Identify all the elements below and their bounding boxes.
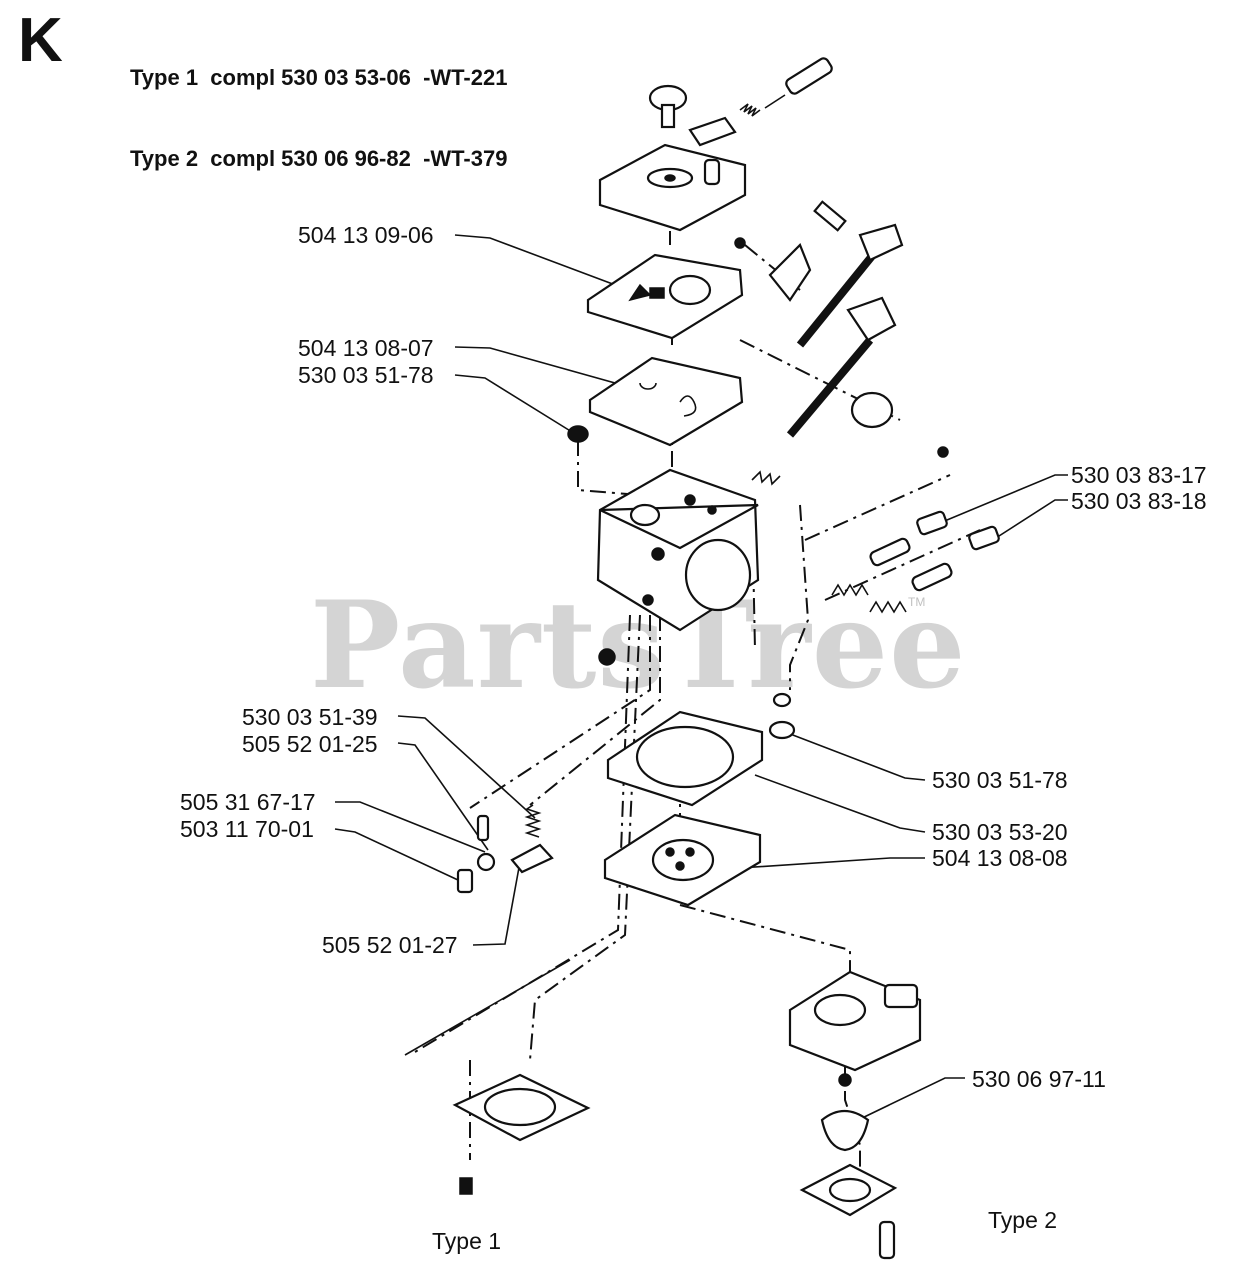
callout-504-13-09-06: 504 13 09-06	[298, 222, 434, 248]
high-speed-needle-icon	[869, 537, 953, 592]
gasket-icon	[588, 356, 744, 447]
needle-springs-icon	[831, 583, 907, 614]
caption-type-2: Type 2	[988, 1207, 1058, 1233]
throttle-shaft-icon	[734, 200, 904, 348]
type2-pump-cover-icon	[788, 970, 922, 1072]
header-type-1: Type 1 compl 530 03 53-06 -WT-221	[130, 65, 508, 90]
carburetor-body-icon	[596, 468, 760, 632]
adjusting-needle-icon	[764, 57, 833, 109]
cover-screw-icon	[648, 84, 688, 129]
lever-screw-icon	[456, 852, 496, 894]
type1-cover-icon	[404, 959, 591, 1195]
callout-530-03-83-17: 530 03 83-17	[1071, 462, 1207, 488]
diagram-header: Type 1 compl 530 03 53-06 -WT-221 Type 2…	[130, 10, 507, 199]
callout-503-11-70-01: 503 11 70-01	[180, 816, 314, 842]
callout-505-31-67-17: 505 31 67-17	[180, 789, 316, 815]
metering-diaphragm-icon	[586, 253, 744, 340]
pump-gasket-icon	[606, 710, 764, 807]
callout-530-03-51-39: 530 03 51-39	[242, 704, 378, 730]
idle-spring-icon	[524, 804, 542, 838]
callout-530-06-97-11: 530 06 97-11	[972, 1066, 1106, 1092]
limiter-cap-icon	[916, 510, 1000, 551]
watermark-tm: TM	[908, 595, 926, 609]
needle-spring-icon	[739, 103, 761, 117]
section-letter: K	[18, 6, 63, 75]
body-plug-icon	[598, 648, 616, 666]
callout-530-03-53-20: 530 03 53-20	[932, 819, 1068, 845]
callout-504-13-08-07: 504 13 08-07	[298, 335, 434, 361]
callout-530-03-83-18: 530 03 83-18	[1071, 488, 1207, 514]
callout-504-13-08-08: 504 13 08-08	[932, 845, 1068, 871]
header-type-2: Type 2 compl 530 06 96-82 -WT-379	[130, 146, 508, 171]
type2-plate-icon	[799, 1163, 898, 1260]
caption-type-1: Type 1	[432, 1228, 502, 1254]
metering-lever-icon	[510, 843, 554, 874]
callout-530-03-51-78-bottom: 530 03 51-78	[932, 767, 1068, 793]
fulcrum-pin-icon	[476, 814, 490, 842]
screen-icon	[768, 692, 796, 740]
check-cup-icon	[820, 1073, 870, 1152]
shaft-spring-icon	[751, 470, 781, 486]
leader-lines	[334, 234, 1068, 1121]
metering-cover-icon	[598, 116, 747, 232]
plug-icon	[567, 425, 589, 443]
callout-505-52-01-27: 505 52 01-27	[322, 932, 458, 958]
callout-530-03-51-78-top: 530 03 51-78	[298, 362, 434, 388]
callout-505-52-01-25: 505 52 01-25	[242, 731, 378, 757]
choke-shaft-icon	[786, 296, 949, 458]
pump-diaphragm-icon	[603, 813, 762, 907]
